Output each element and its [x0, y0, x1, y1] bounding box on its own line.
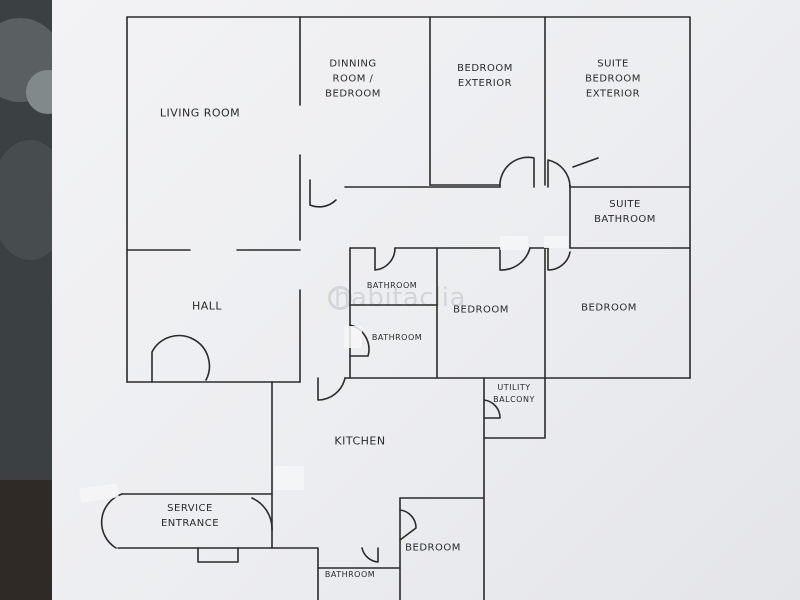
door-utility	[483, 399, 501, 419]
room-hall: HALL	[191, 299, 223, 313]
room-bedroom-bottom: BEDROOM	[405, 542, 461, 554]
door-bathroom-bottom	[361, 547, 379, 563]
room-bathroom-upper: BATHROOM	[366, 281, 418, 290]
room-bathroom-bottom: BATHROOM	[324, 570, 376, 579]
door-bedroom-bottom	[399, 509, 417, 541]
door-hall-entrance	[151, 334, 211, 383]
door-bedroom-center	[499, 247, 531, 271]
room-bedroom-right: BEDROOM	[581, 302, 637, 314]
door-bedroom-right	[547, 247, 571, 271]
wall-service-entrance	[117, 493, 273, 549]
wall-outer-top	[126, 16, 691, 379]
door-kitchen-corridor	[317, 377, 346, 401]
paper-sheet	[52, 0, 800, 600]
room-living-room: LIVING ROOM	[159, 106, 241, 120]
door-bedroom-exterior	[499, 156, 535, 188]
door-dining	[309, 179, 337, 208]
room-kitchen: KITCHEN	[334, 434, 386, 448]
wall-middle-bottom	[126, 377, 691, 383]
room-bedroom-center: BEDROOM	[453, 304, 509, 316]
door-suite	[547, 159, 571, 188]
door-kitchen-service	[251, 497, 273, 531]
tape-marks	[79, 236, 568, 503]
door-bathroom-upper	[374, 247, 396, 271]
watermark-text: habitaclia	[334, 283, 466, 313]
wall-kitchen	[271, 381, 319, 600]
door-service-entrance	[100, 493, 123, 549]
room-bathroom-lower: BATHROOM	[371, 333, 423, 342]
